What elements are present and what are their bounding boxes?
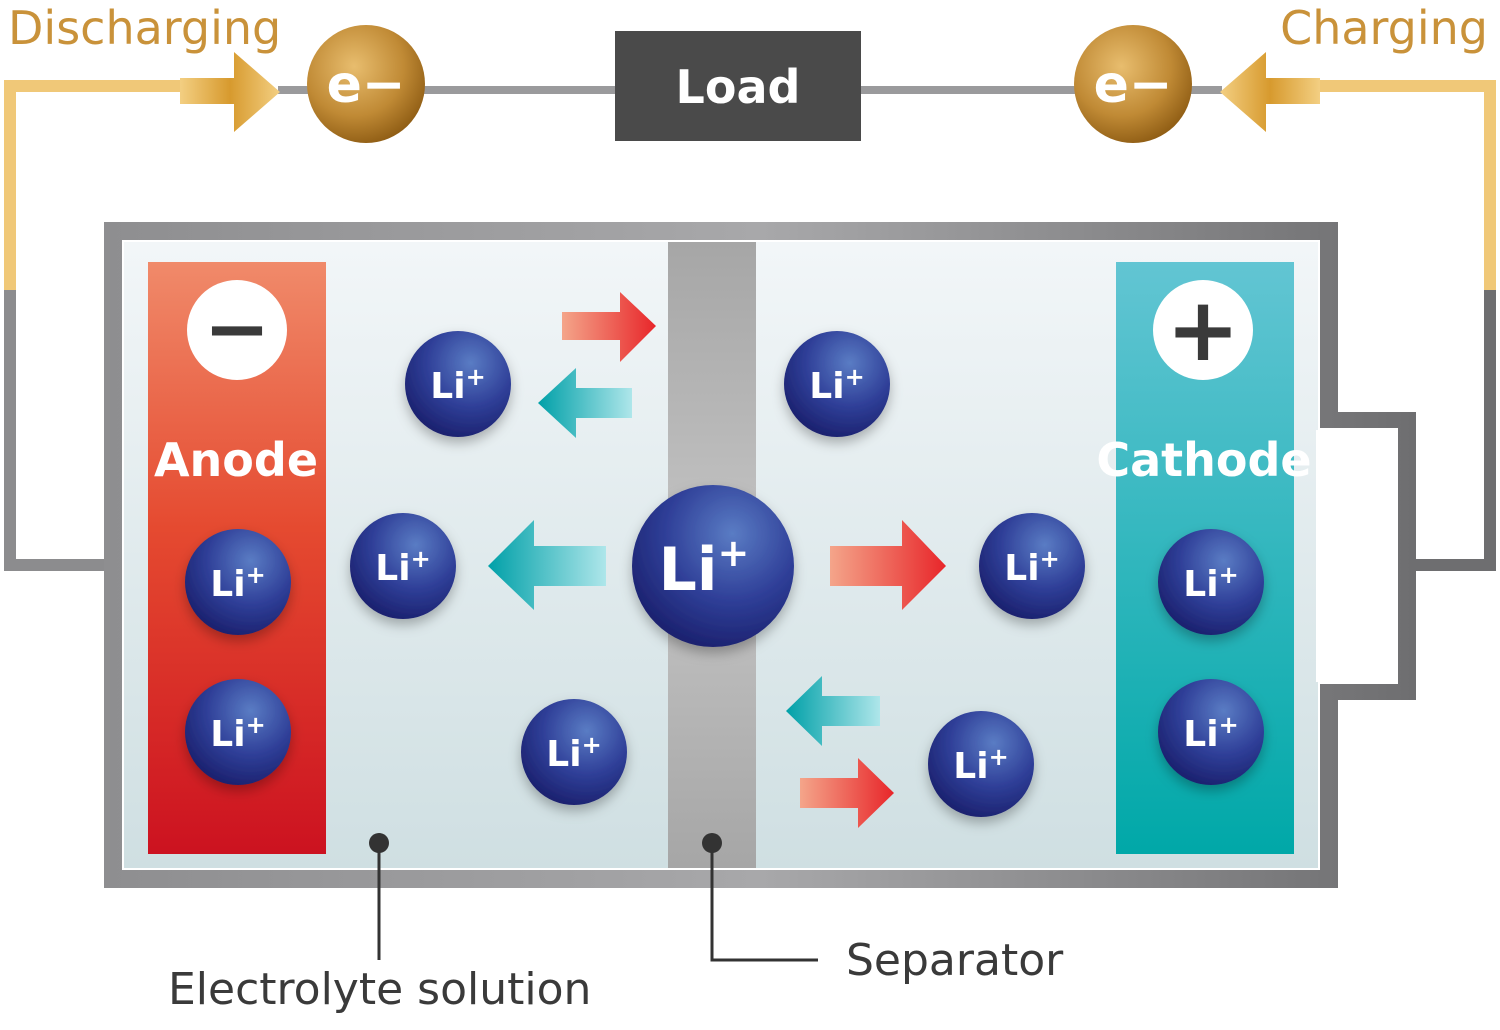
svg-text:Li+: Li+ — [210, 561, 265, 605]
svg-text:Li+: Li+ — [809, 363, 864, 407]
svg-text:Li+: Li+ — [953, 743, 1008, 787]
plus-terminal — [1153, 280, 1253, 380]
lithium-ion: Li+ — [185, 679, 291, 785]
lithium-ion: Li+ — [928, 711, 1034, 817]
arrow-right — [800, 758, 894, 828]
lithium-ion: Li+ — [979, 513, 1085, 619]
lithium-ion: Li+ — [185, 529, 291, 635]
arrow-right — [830, 520, 946, 610]
svg-text:Li+: Li+ — [375, 545, 430, 589]
plus-sign: + — [1166, 278, 1240, 381]
lithium-ion-large: Li+ — [632, 485, 794, 647]
electrolyte-label: Electrolyte solution — [168, 964, 591, 1015]
lithium-ion: Li+ — [521, 699, 627, 805]
minus-sign: − — [203, 282, 270, 375]
svg-text:Li+: Li+ — [546, 731, 601, 775]
svg-text:Li+: Li+ — [430, 363, 485, 407]
arrow-right — [562, 292, 656, 362]
svg-text:e−: e− — [327, 55, 406, 115]
svg-text:Li+: Li+ — [659, 531, 750, 605]
cathode-label: Cathode — [1096, 433, 1311, 487]
lithium-ion: Li+ — [1158, 679, 1264, 785]
charging-label: Charging — [1280, 1, 1488, 55]
lithium-ion: Li+ — [350, 513, 456, 619]
electron-right: e− — [1074, 25, 1192, 143]
svg-text:e−: e− — [1094, 55, 1173, 115]
minus-terminal — [187, 280, 287, 380]
arrow-left — [786, 676, 880, 746]
load-box — [615, 31, 861, 141]
discharging-label: Discharging — [8, 1, 281, 55]
charging-arrow — [1220, 52, 1320, 132]
svg-text:Li+: Li+ — [210, 711, 265, 755]
anode-label: Anode — [154, 433, 318, 487]
lithium-ion: Li+ — [1158, 529, 1264, 635]
arrow-left — [538, 368, 632, 438]
svg-text:Li+: Li+ — [1004, 545, 1059, 589]
lithium-ion: Li+ — [784, 331, 890, 437]
separator-callout — [702, 833, 818, 962]
electrolyte-callout — [369, 833, 389, 960]
load-label: Load — [676, 60, 801, 114]
lithium-ion: Li+ — [405, 331, 511, 437]
discharging-arrow — [180, 52, 280, 132]
svg-text:Li+: Li+ — [1183, 561, 1238, 605]
svg-text:Li+: Li+ — [1183, 711, 1238, 755]
electron-left: e− — [307, 25, 425, 143]
arrow-left — [488, 520, 606, 610]
separator-label: Separator — [846, 935, 1064, 986]
